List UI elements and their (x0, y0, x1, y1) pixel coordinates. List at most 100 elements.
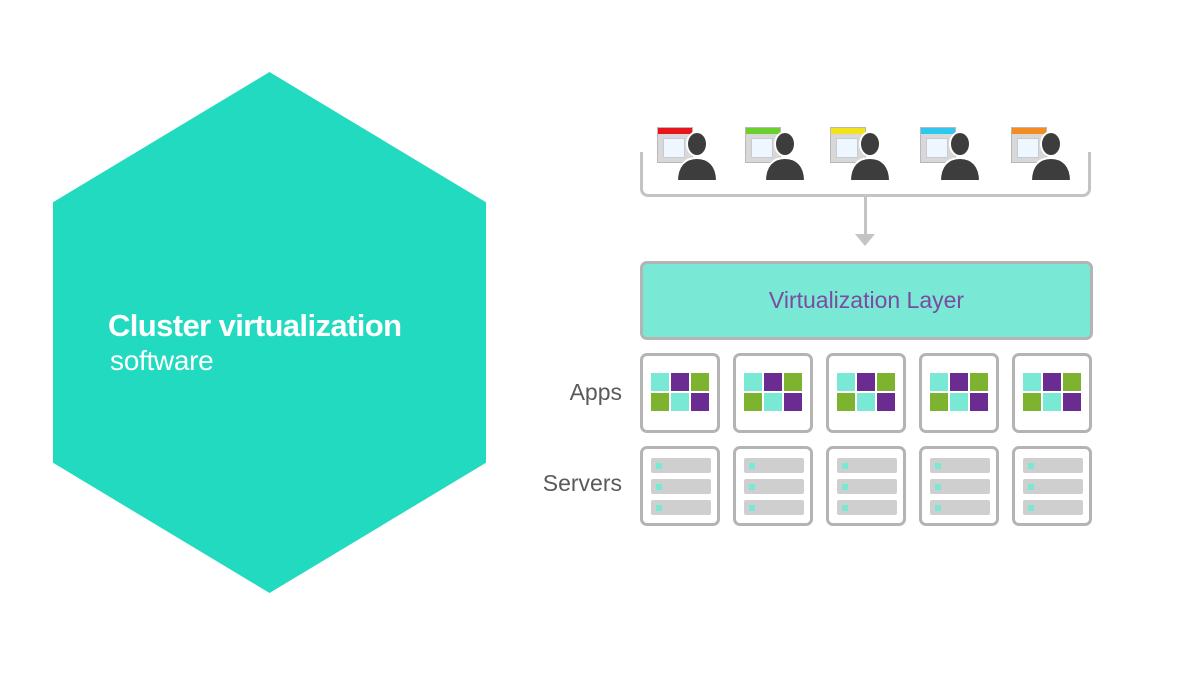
user-at-screen-icon (657, 127, 719, 181)
server-rack-icon (1012, 446, 1092, 526)
server-led-icon (749, 463, 755, 469)
user-at-screen-icon (1011, 127, 1073, 181)
app-tile (1023, 393, 1041, 411)
app-tile (970, 373, 988, 391)
app-tile (1023, 373, 1041, 391)
server-led-icon (656, 484, 662, 490)
app-tile (1043, 393, 1061, 411)
app-tile (877, 373, 895, 391)
app-tile (764, 393, 782, 411)
app-tile (970, 393, 988, 411)
server-unit (1023, 479, 1083, 494)
server-unit (651, 479, 711, 494)
server-led-icon (749, 484, 755, 490)
window-title-bar (921, 128, 955, 134)
virtualization-layer: Virtualization Layer (640, 261, 1093, 340)
server-unit (930, 500, 990, 515)
window-title-bar (746, 128, 780, 134)
server-rack-icon (640, 446, 720, 526)
server-led-icon (749, 505, 755, 511)
app-tile (671, 373, 689, 391)
app-tiles-icon (1023, 373, 1081, 411)
server-led-icon (842, 505, 848, 511)
app-box (919, 353, 999, 433)
server-led-icon (656, 463, 662, 469)
window-pane (836, 138, 858, 158)
server-rack-icon (826, 446, 906, 526)
server-unit (1023, 458, 1083, 473)
app-tile (651, 393, 669, 411)
arrow-down-icon (855, 234, 875, 246)
window-pane (926, 138, 948, 158)
app-tile (651, 373, 669, 391)
app-tile (744, 373, 762, 391)
window-title-bar (1012, 128, 1046, 134)
users-bracket (640, 152, 1091, 197)
window-pane (1017, 138, 1039, 158)
app-tile (764, 373, 782, 391)
apps-label: Apps (569, 379, 622, 405)
app-tiles-icon (651, 373, 709, 411)
server-unit (651, 458, 711, 473)
hexagon-subtitle: software (110, 345, 214, 376)
app-tile (691, 373, 709, 391)
app-box (1012, 353, 1092, 433)
app-tile (837, 373, 855, 391)
hexagon-title: Cluster virtualization (108, 308, 402, 343)
server-led-icon (935, 505, 941, 511)
server-unit (744, 500, 804, 515)
server-led-icon (1028, 463, 1034, 469)
person-icon (763, 131, 807, 181)
app-tiles-icon (837, 373, 895, 411)
user-at-screen-icon (920, 127, 982, 181)
server-unit (837, 458, 897, 473)
server-led-icon (935, 463, 941, 469)
server-unit (1023, 500, 1083, 515)
user-at-screen-icon (745, 127, 807, 181)
person-icon (1029, 131, 1073, 181)
app-tile (950, 373, 968, 391)
server-led-icon (935, 484, 941, 490)
person-icon (675, 131, 719, 181)
window-title-bar (658, 128, 692, 134)
app-tile (930, 373, 948, 391)
server-rack-icon (733, 446, 813, 526)
app-tile (744, 393, 762, 411)
server-unit (837, 479, 897, 494)
app-tiles-icon (744, 373, 802, 411)
app-tile (837, 393, 855, 411)
screen-window-icon (1011, 127, 1047, 163)
server-led-icon (1028, 484, 1034, 490)
app-box (826, 353, 906, 433)
app-tile (877, 393, 895, 411)
window-title-bar (831, 128, 865, 134)
server-unit (651, 500, 711, 515)
person-icon (848, 131, 892, 181)
app-tile (857, 373, 875, 391)
app-tile (1043, 373, 1061, 391)
person-icon (938, 131, 982, 181)
app-tile (671, 393, 689, 411)
app-tile (784, 373, 802, 391)
server-led-icon (842, 463, 848, 469)
app-tiles-icon (930, 373, 988, 411)
app-tile (950, 393, 968, 411)
user-at-screen-icon (830, 127, 892, 181)
server-unit (930, 479, 990, 494)
app-box (640, 353, 720, 433)
server-led-icon (656, 505, 662, 511)
server-unit (744, 479, 804, 494)
server-led-icon (1028, 505, 1034, 511)
app-box (733, 353, 813, 433)
server-unit (930, 458, 990, 473)
app-tile (857, 393, 875, 411)
app-tile (691, 393, 709, 411)
arrow-line (864, 196, 867, 236)
server-unit (744, 458, 804, 473)
app-tile (930, 393, 948, 411)
servers-label: Servers (542, 470, 622, 496)
server-unit (837, 500, 897, 515)
window-pane (663, 138, 685, 158)
window-pane (751, 138, 773, 158)
server-led-icon (842, 484, 848, 490)
